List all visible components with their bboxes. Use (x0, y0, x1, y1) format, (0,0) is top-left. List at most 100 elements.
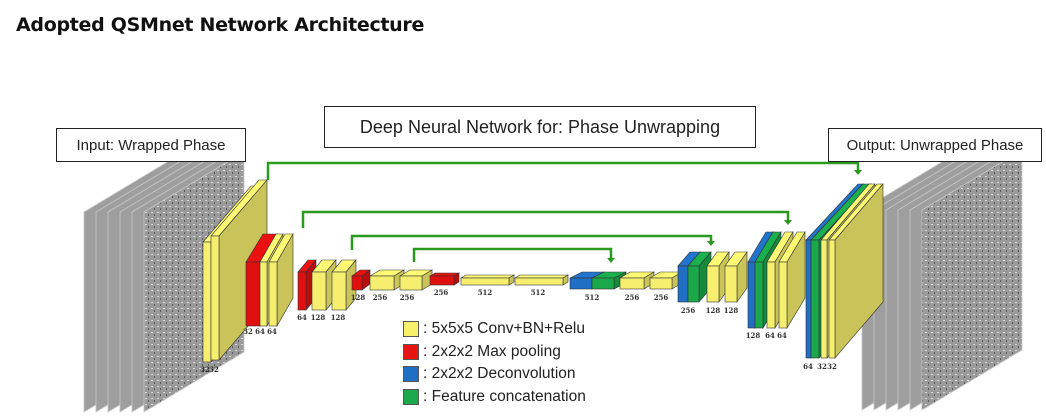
channel-label: 256 (400, 293, 415, 302)
conv-block-front (460, 277, 510, 286)
channel-label: 128 (746, 331, 761, 340)
maxpool-block (428, 272, 461, 286)
deconv-block-front (805, 239, 812, 359)
deconv-block-front (569, 277, 593, 290)
channel-label: 32 (200, 365, 210, 374)
skip-arrowhead (607, 258, 615, 263)
conv-block-front (828, 239, 836, 359)
legend: : 5x5x5 Conv+BN+Relu : 2x2x2 Max pooling… (403, 318, 586, 408)
channel-label: 32 (243, 327, 253, 336)
concat-block-front (754, 261, 764, 329)
legend-label-pool: : 2x2x2 Max pooling (423, 342, 561, 360)
conv-block-front (268, 261, 278, 327)
network-title-box: Deep Neural Network for: Phase Unwrappin… (324, 106, 756, 148)
legend-swatch-deconv (403, 366, 419, 383)
conv-block (618, 271, 656, 290)
conv-block (724, 251, 748, 303)
channel-label: 512 (478, 288, 493, 297)
conv-block (331, 259, 357, 311)
conv-block-front (649, 277, 673, 290)
channel-label: 128 (351, 293, 366, 302)
conv-block-top (459, 274, 516, 279)
conv-block-front (778, 261, 788, 329)
legend-item-concat: : Feature concatenation (403, 386, 586, 409)
maxpool-block-front (245, 261, 261, 327)
conv-block-front (514, 277, 564, 286)
channel-label: 64 (803, 362, 813, 371)
channel-label: 512 (531, 288, 546, 297)
channel-label: 128 (706, 306, 721, 315)
conv-block (368, 269, 406, 291)
channel-label: 128 (311, 313, 326, 322)
skip-arrowhead (854, 170, 862, 175)
channel-label: 32 (817, 362, 827, 371)
legend-item-conv: : 5x5x5 Conv+BN+Relu (403, 318, 586, 341)
deconv-block-front (747, 261, 756, 329)
maxpool-block-front (351, 275, 363, 291)
legend-label-concat: : Feature concatenation (423, 387, 586, 405)
channel-label: 64 (777, 331, 787, 340)
channel-label: 128 (724, 306, 739, 315)
skip-arrowhead (784, 220, 792, 225)
conv-block (398, 269, 434, 291)
channel-label: 64 (255, 327, 265, 336)
channel-label: 32 (209, 365, 219, 374)
channel-label: 32 (827, 362, 837, 371)
deconv-block-front (677, 265, 689, 303)
skip-connection-line (412, 247, 613, 262)
channel-label: 64 (765, 331, 775, 340)
skip-arrowhead (707, 241, 715, 246)
conv-block-front (706, 265, 720, 303)
conv-block-front (210, 235, 220, 361)
maxpool-block-front (297, 271, 307, 311)
skip-connection-line (301, 210, 790, 228)
concat-block-front (810, 239, 820, 359)
input-label-box: Input: Wrapped Phase (56, 128, 246, 162)
conv-block (459, 274, 516, 286)
conv-block (778, 230, 806, 330)
channel-label: 256 (681, 306, 696, 315)
legend-swatch-pool (403, 343, 419, 360)
conv-block (828, 183, 884, 359)
legend-swatch-concat (403, 388, 419, 405)
layer-blocks (202, 179, 884, 363)
output-label-box: Output: Unwrapped Phase (828, 128, 1042, 162)
conv-block (268, 232, 294, 328)
conv-block-front (619, 277, 645, 290)
channel-label: 256 (625, 293, 640, 302)
conv-block-front (259, 261, 268, 327)
page-title: Adopted QSMnet Network Architecture (16, 14, 425, 36)
skip-connections (266, 161, 862, 263)
legend-item-pool: : 2x2x2 Max pooling (403, 341, 586, 364)
mri-slice (921, 149, 1023, 411)
channel-label: 256 (654, 293, 669, 302)
conv-block (513, 274, 570, 286)
concat-block-front (687, 265, 700, 303)
conv-block-front (820, 239, 828, 359)
conv-block-front (766, 261, 776, 329)
legend-swatch-conv (403, 321, 419, 338)
channel-label: 64 (267, 327, 277, 336)
legend-label-deconv: : 2x2x2 Deconvolution (423, 365, 576, 383)
skip-connection-line (266, 161, 860, 180)
legend-label-conv: : 5x5x5 Conv+BN+Relu (423, 320, 585, 338)
channel-label: 64 (297, 313, 307, 322)
output-phase-image-stack (861, 149, 1023, 411)
conv-block-top (513, 274, 570, 279)
skip-connection-line (350, 234, 713, 250)
channel-label: 512 (585, 293, 600, 302)
conv-block-front (369, 275, 395, 291)
legend-item-deconv: : 2x2x2 Deconvolution (403, 363, 586, 386)
concat-block-front (591, 277, 615, 290)
conv-block-front (399, 275, 423, 291)
conv-block-front (724, 265, 738, 303)
conv-block-front (331, 271, 347, 311)
maxpool-block-front (429, 275, 455, 286)
channel-label: 128 (331, 313, 346, 322)
conv-block-front (311, 271, 327, 311)
channel-label: 256 (373, 293, 388, 302)
conv-block (648, 271, 684, 290)
channel-label: 256 (434, 288, 449, 297)
